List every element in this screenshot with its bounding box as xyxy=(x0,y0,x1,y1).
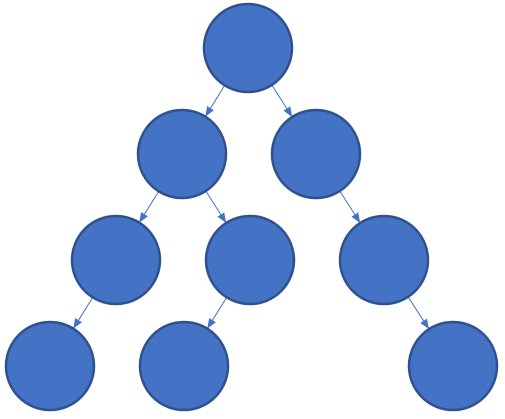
tree-node-n3 xyxy=(70,214,162,306)
edges-layer xyxy=(73,84,430,330)
tree-node-n4 xyxy=(204,214,296,306)
edge-arrow-n1-n3 xyxy=(139,191,160,223)
tree-node-n1 xyxy=(136,108,228,200)
tree-node-n5 xyxy=(338,214,430,306)
edge-arrow-n4-n7 xyxy=(207,297,228,329)
tree-node-n7 xyxy=(138,320,230,412)
edge-arrow-n0-n2 xyxy=(271,84,293,117)
edge-arrow-n0-n1 xyxy=(205,85,226,117)
tree-node-n6 xyxy=(4,320,96,412)
edge-arrow-n1-n4 xyxy=(205,190,227,223)
edge-arrow-n2-n5 xyxy=(339,190,361,223)
edge-arrow-n3-n6 xyxy=(73,297,94,329)
tree-node-n2 xyxy=(270,108,362,200)
edge-arrow-n5-n8 xyxy=(407,296,430,330)
nodes-layer xyxy=(4,2,499,412)
tree-node-n0 xyxy=(202,2,294,94)
tree-node-n8 xyxy=(407,320,499,412)
